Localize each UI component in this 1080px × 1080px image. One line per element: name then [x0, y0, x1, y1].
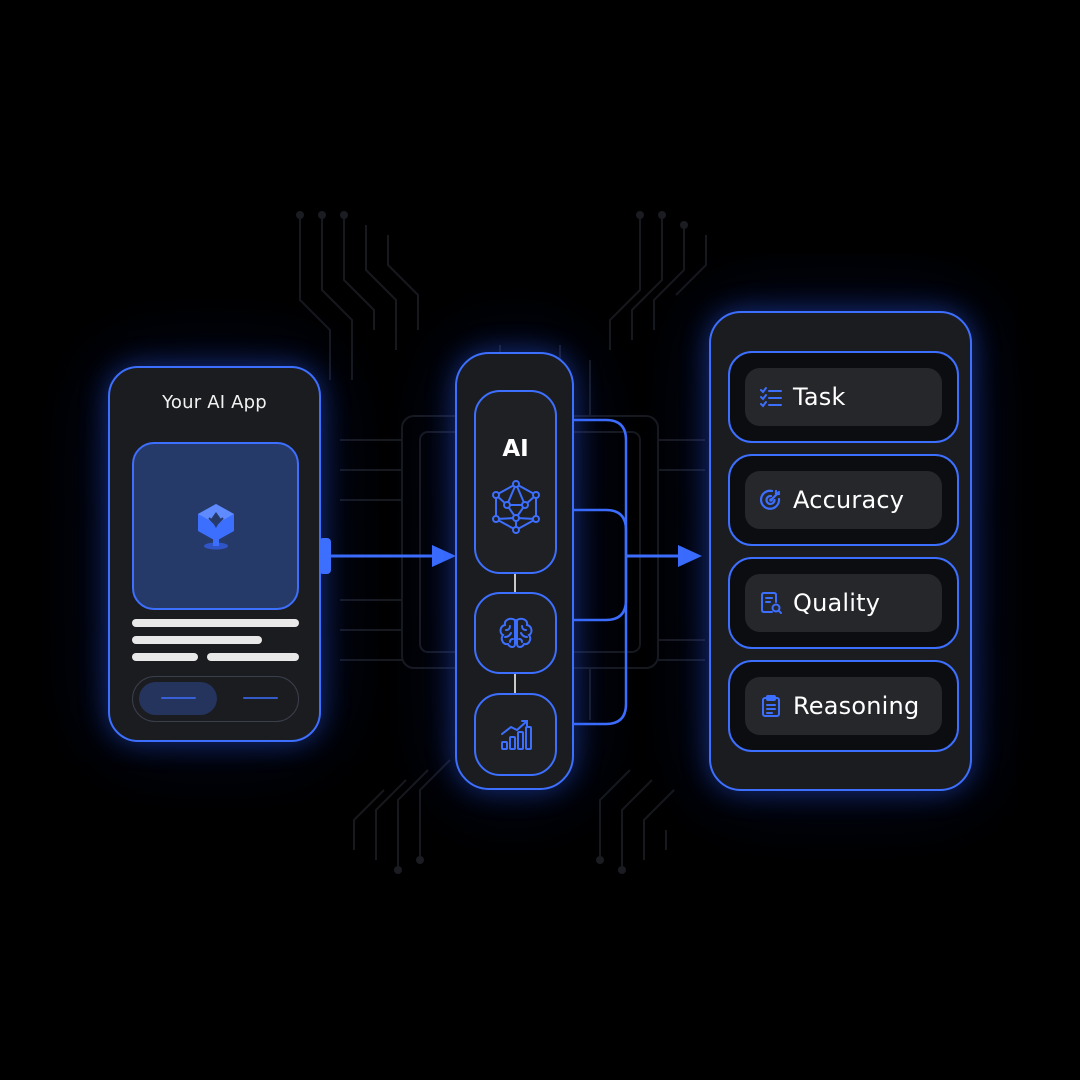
- text-placeholder-line: [207, 653, 299, 661]
- arrow-app-to-ai: [331, 545, 456, 567]
- metric-accuracy: Accuracy: [728, 454, 959, 546]
- metric-label: Reasoning: [793, 692, 920, 720]
- clipboard-icon: [759, 694, 783, 718]
- button-dash: [161, 697, 196, 699]
- growth-chart-icon: [500, 719, 532, 750]
- metric-label: Accuracy: [793, 486, 905, 514]
- button-dash: [243, 697, 278, 699]
- app-title: Your AI App: [162, 392, 267, 413]
- metrics-panel: Task Accuracy: [709, 311, 972, 791]
- ai-label: AI: [502, 436, 529, 462]
- bracket-connector: [574, 418, 628, 726]
- metric-chip: Task: [745, 368, 942, 426]
- brain-module: [474, 592, 557, 674]
- metric-label: Task: [793, 383, 846, 411]
- ai-module: AI: [474, 390, 557, 574]
- metric-quality: Quality: [728, 557, 959, 649]
- metric-reasoning: Reasoning: [728, 660, 959, 752]
- document-search-icon: [759, 591, 783, 615]
- arrow-ai-to-metrics: [626, 545, 702, 567]
- metric-label: Quality: [793, 589, 881, 617]
- app-output-port: [319, 538, 331, 574]
- checklist-icon: [759, 385, 783, 409]
- app-primary-button[interactable]: [139, 682, 217, 715]
- metric-chip: Accuracy: [745, 471, 942, 529]
- text-placeholder-line: [132, 653, 198, 661]
- text-placeholder-line: [132, 619, 299, 627]
- metric-task: Task: [728, 351, 959, 443]
- module-link: [514, 674, 516, 693]
- module-link: [514, 574, 516, 592]
- growth-module: [474, 693, 557, 776]
- text-placeholder-line: [132, 636, 262, 644]
- neural-network-icon: [491, 480, 540, 534]
- ai-pipeline-column: AI: [455, 352, 574, 790]
- app-button-group: [132, 676, 299, 722]
- ai-app-card: Your AI App: [108, 366, 321, 742]
- app-secondary-button[interactable]: [223, 682, 293, 715]
- app-image: [132, 442, 299, 610]
- brain-icon: [499, 617, 532, 648]
- metric-chip: Quality: [745, 574, 942, 632]
- metric-chip: Reasoning: [745, 677, 942, 735]
- app-cube-icon: [197, 504, 234, 550]
- target-icon: [759, 488, 783, 512]
